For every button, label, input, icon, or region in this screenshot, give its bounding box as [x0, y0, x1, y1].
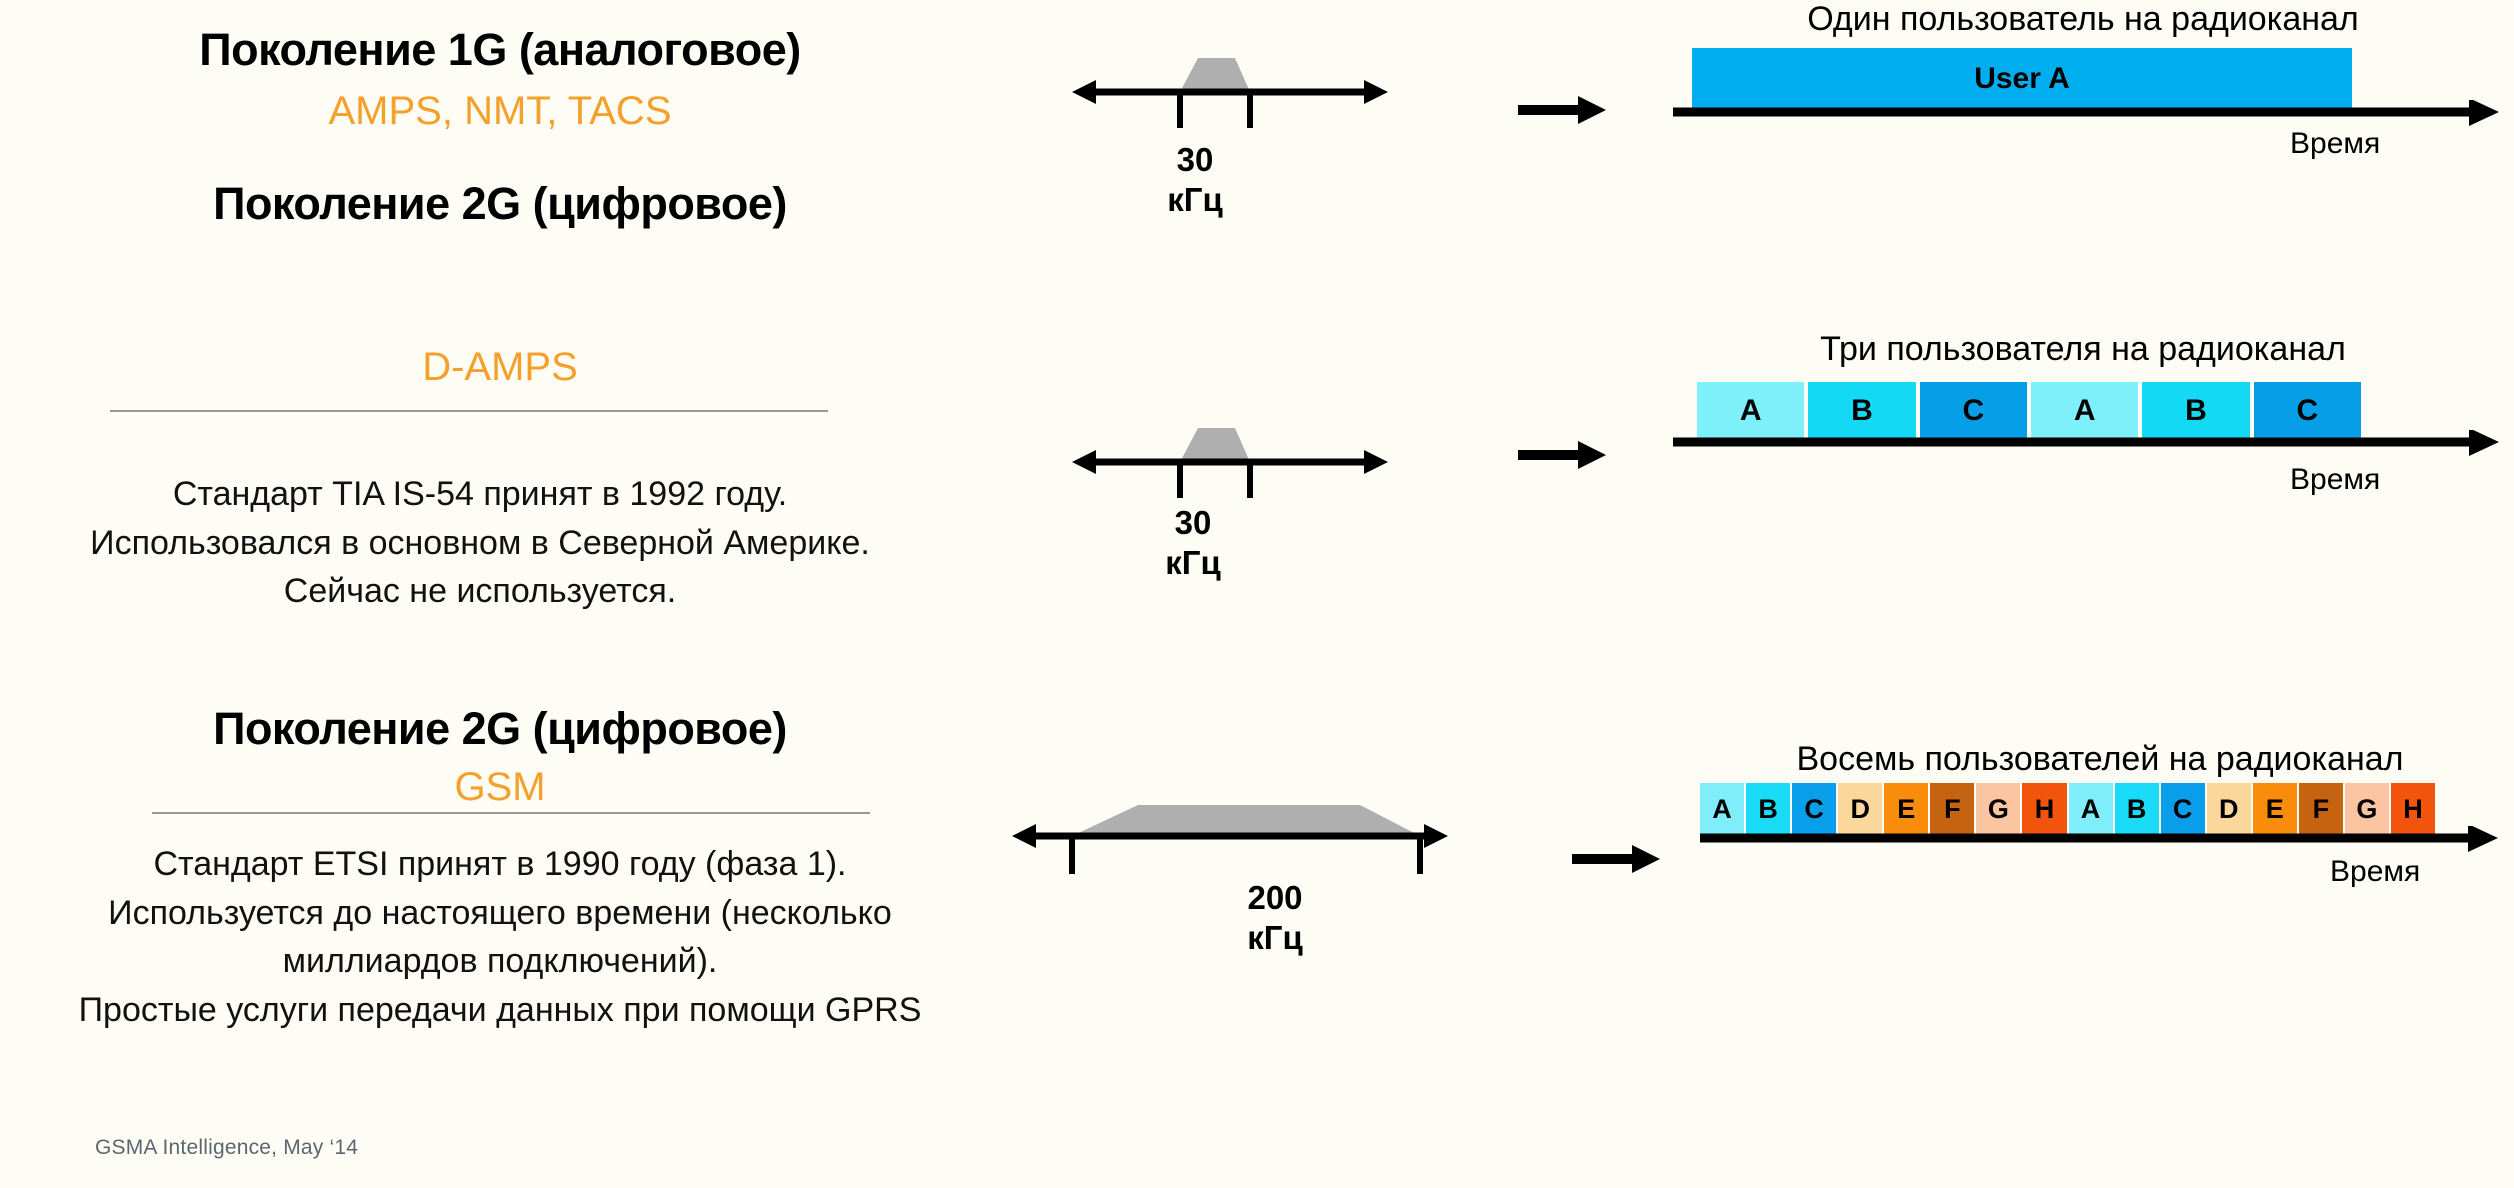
spectrum-bandwidth-label-2g-gsm: 200 кГц: [1195, 878, 1355, 959]
spectrum-mask-shape: [1180, 58, 1250, 92]
timeline-block-user-a-label: User A: [1974, 62, 2070, 95]
timeslot-label: F: [2312, 794, 2330, 824]
time-axis-2g-gsm: [1700, 824, 2500, 861]
spectrum-bandwidth-label-1g: 30 кГц: [1130, 140, 1260, 221]
timeslot-block: D: [2206, 783, 2251, 836]
timeslot-label: C: [1804, 794, 1824, 824]
timeline-heading-2g-gsm: Восемь пользователей на радиоканал: [1796, 740, 2404, 778]
body-line: миллиардов подключений).: [282, 942, 718, 981]
section-2g-damps-text-column: Поколение 2G (цифровое) D-AMPS Стандарт …: [0, 0, 1000, 1188]
timeslot-label: C: [2296, 394, 2319, 427]
time-axis-label-2g-damps: Время: [2290, 463, 2381, 496]
timeslot-block: B: [1808, 382, 1916, 440]
timeslot-label: G: [1987, 794, 2009, 824]
spectrum-diagram-2g-damps: [1070, 400, 1390, 510]
time-axis-label-1g: Время: [2290, 127, 2381, 160]
timeslot-label: A: [2080, 794, 2101, 824]
spectrum-bandwidth-unit-2g-damps: кГц: [1165, 544, 1221, 582]
timeslot-block: A: [2068, 783, 2113, 836]
transfer-arrow-2g-damps: [1518, 438, 1608, 477]
timeslot-block: E: [2252, 783, 2297, 836]
section-body-2g-damps: Стандарт TIA IS-54 принят в 1992 году. И…: [30, 470, 930, 616]
time-axis-label-2g-gsm: Время: [2330, 855, 2421, 888]
spectrum-mask-shape: [1180, 428, 1250, 462]
timeslot-label: D: [2218, 794, 2239, 824]
section-subtitle-2g-gsm: GSM: [454, 765, 546, 809]
timeslot-label: C: [2172, 794, 2193, 824]
body-line: Сейчас не используется.: [283, 572, 677, 611]
timeslot-block: B: [2142, 382, 2250, 440]
timeslot-block: C: [1792, 783, 1837, 836]
section-title-1g: Поколение 1G (аналоговое): [199, 24, 801, 75]
body-line: Используется до настоящего времени (неск…: [108, 893, 892, 932]
section-divider-2g-gsm: [152, 812, 870, 814]
timeslot-label: A: [1712, 794, 1732, 824]
time-axis-2g-damps: [1673, 428, 2501, 465]
section-subtitle-2g-damps: D-AMPS: [422, 345, 578, 389]
section-body-2g-gsm: Стандарт ETSI принят в 1990 году (фаза 1…: [10, 840, 990, 1034]
timeslot-block: H: [2390, 783, 2435, 836]
spectrum-bandwidth-label-2g-damps: 30 кГц: [1128, 503, 1258, 584]
timeslot-label: B: [2126, 794, 2147, 824]
body-line: Простые услуги передачи данных при помощ…: [78, 990, 922, 1029]
transfer-arrow-2g-gsm: [1572, 842, 1662, 881]
timeslot-block: F: [1930, 783, 1975, 836]
body-line: Использовался в основном в Северной Амер…: [90, 523, 870, 562]
timeslot-label: E: [1897, 794, 1916, 824]
timeline-heading-1g: Один пользователь на радиоканал: [1807, 0, 2359, 38]
timeslot-label: A: [1739, 394, 1762, 427]
source-footer: GSMA Intelligence, May ‘14: [95, 1136, 359, 1159]
timeslot-label: H: [2403, 794, 2423, 824]
section-2g-gsm-text-column: Поколение 2G (цифровое) GSM Стандарт ETS…: [0, 0, 1000, 1188]
timeslot-label: B: [1851, 394, 1873, 427]
timeslot-label: A: [2073, 394, 2096, 427]
spectrum-diagram-1g: [1070, 30, 1390, 140]
timeslot-label: E: [2265, 794, 2284, 824]
spectrum-bandwidth-value-2g-gsm: 200: [1247, 879, 1303, 916]
timeslot-label: B: [2185, 394, 2207, 427]
timeslot-label: D: [1850, 794, 1870, 824]
timeslot-block: A: [1700, 783, 1745, 836]
timeslot-label: H: [2034, 794, 2055, 824]
spectrum-bandwidth-unit-1g: кГц: [1167, 181, 1223, 219]
timeline-heading-2g-damps: Три пользователя на радиоканал: [1820, 330, 2346, 368]
spectrum-bandwidth-value-2g-damps: 30: [1174, 504, 1212, 541]
body-line: Стандарт TIA IS-54 принят в 1992 году.: [172, 475, 788, 513]
section-divider-2g-damps: [110, 410, 828, 412]
timeslot-block: B: [2114, 783, 2159, 836]
timeslot-block: G: [1976, 783, 2021, 836]
spectrum-diagram-2g-gsm: [1010, 770, 1550, 885]
timeslot-block: H: [2022, 783, 2067, 836]
spectrum-mask-shape: [1072, 805, 1420, 836]
section-1g-text-column: Поколение 1G (аналоговое) AMPS, NMT, TAC…: [0, 0, 1000, 1188]
timeslot-block: G: [2344, 783, 2389, 836]
timeslot-label: F: [1944, 794, 1961, 824]
timeslot-label: B: [1758, 794, 1778, 824]
section-title-2g-damps: Поколение 2G (цифровое): [213, 178, 787, 229]
timeslot-block: F: [2298, 783, 2343, 836]
transfer-arrow-1g: [1518, 93, 1608, 132]
timeline-block-user-a: User A: [1692, 48, 2352, 110]
timeslot-block: C: [1919, 382, 2027, 440]
timeslot-label: G: [2356, 794, 2378, 824]
timeslot-block: A: [2030, 382, 2139, 440]
timeslot-block: A: [1697, 382, 1805, 440]
body-line: Стандарт ETSI принят в 1990 году (фаза 1…: [153, 845, 847, 883]
time-axis-1g: [1673, 98, 2501, 135]
timeslot-block: D: [1838, 783, 1883, 836]
spectrum-bandwidth-value-1g: 30: [1176, 141, 1214, 178]
timeslot-label: C: [1962, 394, 1985, 427]
section-title-2g-gsm: Поколение 2G (цифровое): [213, 703, 787, 754]
timeslot-block: E: [1884, 783, 1929, 836]
timeslot-block: C: [2253, 382, 2361, 440]
spectrum-bandwidth-unit-2g-gsm: кГц: [1247, 919, 1303, 957]
timeslot-block: B: [1746, 783, 1791, 836]
timeslot-block: C: [2160, 783, 2205, 836]
section-subtitle-1g: AMPS, NMT, TACS: [328, 89, 672, 133]
